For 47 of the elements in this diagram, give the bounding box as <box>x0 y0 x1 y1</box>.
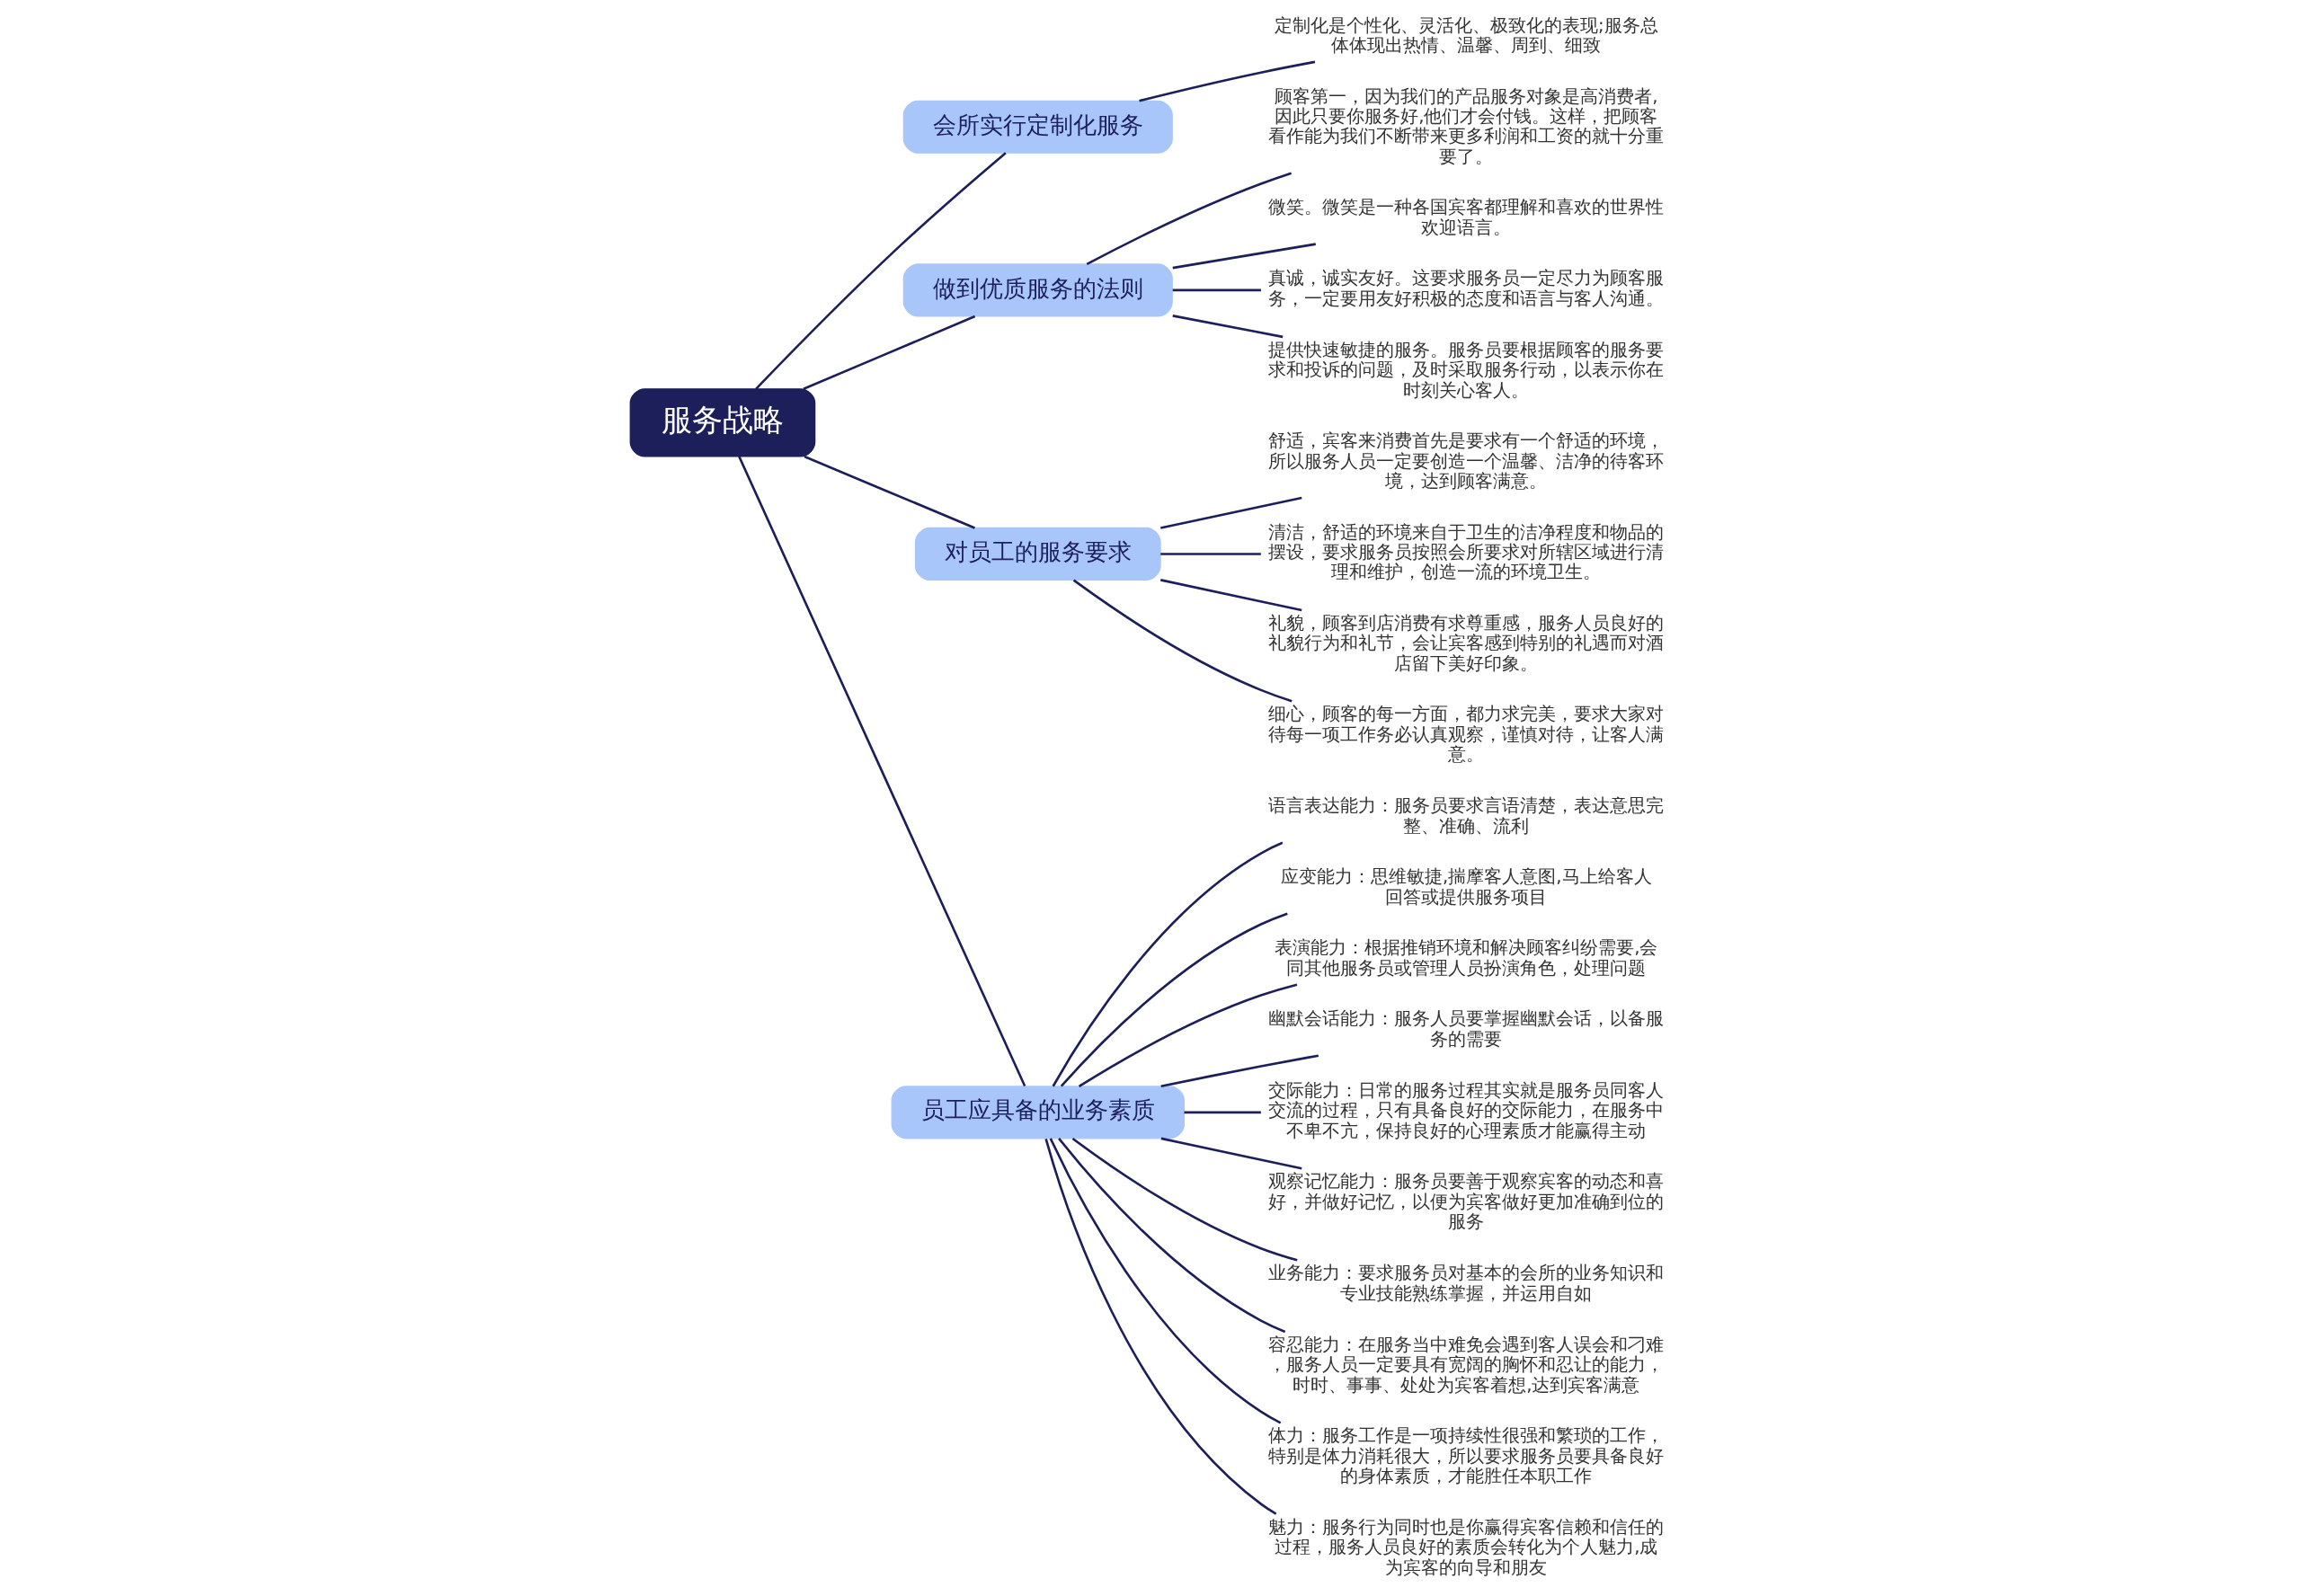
node-text: 清洁，舒适的环境来自于卫生的洁净程度和物品的摆设，要求服务员按照会所要求对所辖区域进行清理和维护，创造一流的环境卫生。 <box>1267 521 1664 583</box>
connector <box>803 315 975 390</box>
connector <box>1172 243 1316 270</box>
node-text: 顾客第一，因为我们的产品服务对象是高消费者,因此只要你服务好,他们才会付钱。这样，把顾客看作能为我们不断带来更多利润和工资的就十分重要了。 <box>1267 85 1664 167</box>
connector <box>1172 288 1261 292</box>
node-text: 观察记忆能力：服务员要善于观察宾客的动态和喜好，并做好记忆，以便为宾客做好更加准确到位的服务 <box>1267 1171 1664 1233</box>
connector <box>1072 579 1293 703</box>
connector <box>1172 315 1283 339</box>
connector <box>1044 1138 1276 1515</box>
node-text: 业务能力：要求服务员对基本的会所的业务知识和专业技能熟练掌握，并运用自如 <box>1267 1263 1664 1304</box>
node-text: 语言表达能力：服务员要求言语清楚，表达意思完整、准确、流利 <box>1267 795 1664 837</box>
connector <box>1138 60 1315 102</box>
connector <box>1159 496 1302 529</box>
node-text: 应变能力：思维敏捷,揣摩客人意图,马上给客人回答或提供服务项目 <box>1280 866 1652 908</box>
node-box: 会所实行定制化服务 <box>902 100 1173 154</box>
connector <box>737 456 1026 1087</box>
node-text: 舒适，宾客来消费首先是要求有一个舒适的环境，所以服务人员一定要创造一个温馨、洁净的待客环境，达到顾客满意。 <box>1267 430 1664 492</box>
connector <box>1057 1138 1285 1334</box>
node-text: 礼貌，顾客到店消费有求尊重感，服务人员良好的礼貌行为和礼节，会让宾客感到特别的礼遇而对酒店留下美好印象。 <box>1267 613 1664 674</box>
node-text: 容忍能力：在服务当中难免会遇到客人误会和刁难，服务人员一定要具有宽阔的胸怀和忍让的能力，时时、事事、处处为宾客着想,达到宾客满意 <box>1267 1334 1664 1396</box>
node-text: 交际能力：日常的服务过程其实就是服务员同客人交流的过程，只有具备良好的交际能力，在服务中不卑不亢，保持良好的心理素质才能赢得主动 <box>1267 1080 1664 1141</box>
connector <box>1160 1137 1302 1170</box>
node-text: 定制化是个性化、灵活化、极致化的表现;服务总体体现出热情、温馨、周到、细致 <box>1274 14 1658 56</box>
node-box: 服务战略 <box>629 388 815 457</box>
connector <box>1078 983 1297 1087</box>
node-text: 提供快速敏捷的服务。服务员要根据顾客的服务要求和投诉的问题，及时采取服务行动，以表示你在时刻关心客人。 <box>1267 339 1664 401</box>
connector <box>1159 553 1261 555</box>
node-text: 表演能力：根据推销环境和解决顾客纠纷需要,会同其他服务员或管理人员扮演角色，处理问题 <box>1274 937 1657 979</box>
node-text: 体力：服务工作是一项持续性很强和繁琐的工作，特别是体力消耗很大，所以要求服务员要具备良好的身体素质，才能胜任本职工作 <box>1267 1425 1664 1487</box>
node-text: 魅力：服务行为同时也是你赢得宾客信赖和信任的过程，服务人员良好的素质会转化为个人魅力,成为宾客的向导和朋友 <box>1267 1516 1664 1578</box>
node-box: 员工应具备的业务素质 <box>891 1086 1185 1139</box>
connector <box>754 152 1007 390</box>
connector <box>1060 912 1288 1087</box>
connector <box>803 455 975 529</box>
connector <box>1184 1111 1261 1114</box>
connector <box>1159 579 1302 612</box>
connector <box>1049 1138 1281 1424</box>
connector <box>1052 841 1283 1087</box>
node-box: 对员工的服务要求 <box>914 527 1161 581</box>
node-text: 幽默会话能力：服务人员要掌握幽默会话，以备服务的需要 <box>1267 1008 1664 1050</box>
node-box: 做到优质服务的法则 <box>902 263 1173 317</box>
node-text: 细心，顾客的每一方面，都力求完美，要求大家对待每一项工作务必认真观察，谨慎对待，让客人满意。 <box>1267 704 1664 766</box>
connector <box>1086 172 1292 266</box>
node-text: 微笑。微笑是一种各国宾客都理解和喜欢的世界性欢迎语言。 <box>1267 197 1664 238</box>
node-text: 真诚，诚实友好。这要求服务员一定尽力为顾客服务，一定要用友好积极的态度和语言与客人沟通。 <box>1267 268 1664 309</box>
connector <box>1159 1054 1319 1088</box>
connector <box>1071 1137 1298 1262</box>
